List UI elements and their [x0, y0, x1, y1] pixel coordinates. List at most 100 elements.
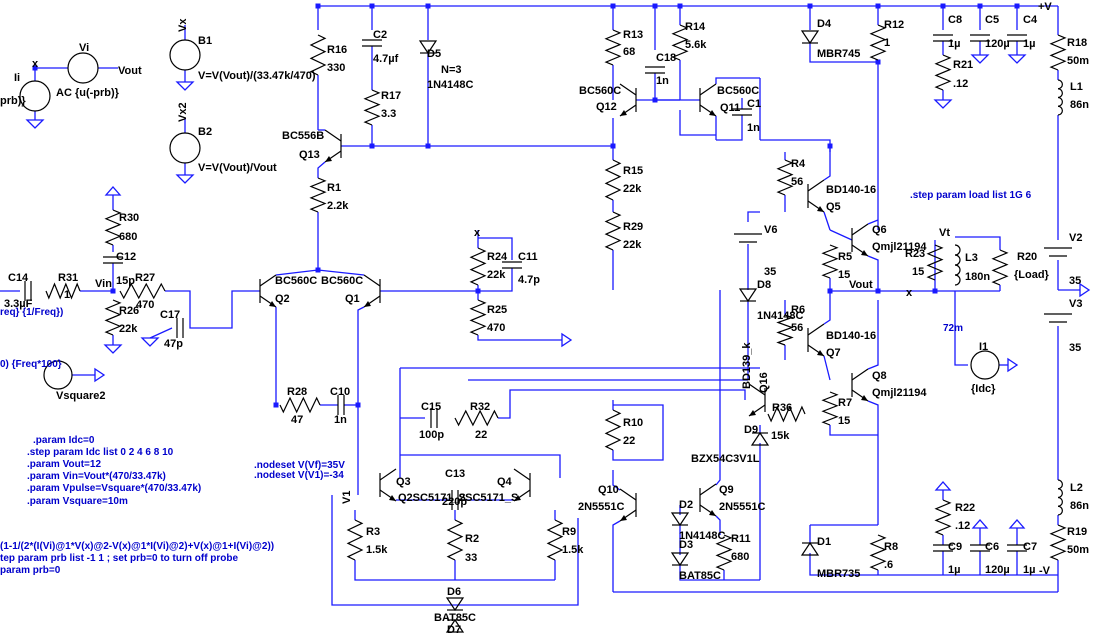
r31-ref: R31	[58, 272, 79, 284]
r3-ref: R3	[366, 526, 381, 538]
vsquare2-ref: Vsquare2	[56, 390, 106, 402]
q6-ref: Q6	[872, 224, 887, 236]
wire	[716, 115, 743, 141]
wire	[809, 553, 878, 576]
d4-ref: D4	[817, 18, 832, 30]
r2-ref: R2	[465, 533, 480, 545]
r27-value: 470	[136, 299, 155, 311]
ground-icon	[933, 99, 953, 109]
r7-value: 15	[838, 415, 851, 427]
c18-ref: C18	[656, 52, 677, 64]
port-arrow-icon	[1007, 357, 1019, 373]
net-label-vout-left: Vout	[118, 65, 142, 77]
c8-value: 1µ	[948, 38, 961, 50]
b2-source-icon	[169, 132, 201, 164]
q10-transistor	[619, 488, 637, 522]
i1-current-source-icon	[970, 350, 1000, 380]
wire	[478, 237, 513, 260]
r3-resistor	[346, 519, 364, 561]
r13-ref: R13	[623, 29, 644, 41]
wire	[612, 404, 664, 461]
c2-value: 4.7µf	[373, 53, 399, 65]
supply-arrow-icon	[104, 186, 122, 196]
r9-ref: R9	[562, 526, 577, 538]
r32-ref: R32	[470, 401, 491, 413]
label-72m: 72m	[943, 323, 964, 334]
r29-resistor	[604, 211, 622, 251]
d7-diode	[445, 618, 465, 633]
v2-ref: V2	[1069, 232, 1083, 244]
r16-resistor	[309, 34, 327, 76]
r6-ref: R6	[791, 304, 806, 316]
wires	[0, 3, 1080, 606]
r25-resistor	[469, 299, 487, 336]
d7-ref: D7	[447, 624, 462, 636]
r32-resistor	[454, 409, 499, 427]
junction	[425, 3, 431, 9]
c17-value: 47p	[164, 338, 183, 350]
q4-ref: Q4	[497, 476, 512, 488]
q7-model: BD140-16	[826, 330, 877, 342]
net-label-plus-v: +V	[1038, 1, 1052, 13]
r31-resistor	[45, 282, 81, 300]
r17-resistor	[363, 89, 381, 126]
wire	[823, 211, 831, 231]
r2-resistor	[446, 519, 464, 561]
net-label-minus-v: -V	[1039, 565, 1050, 577]
wire	[867, 219, 879, 225]
q13-transistor	[324, 129, 342, 163]
r20-resistor	[991, 249, 1009, 286]
net-label-vin: Vin	[95, 278, 112, 290]
d9-value: BZX54C3V1L	[691, 453, 760, 465]
c8-capacitor	[933, 34, 953, 42]
r12-ref: R12	[884, 19, 905, 31]
junction	[273, 402, 279, 408]
d9-diode	[750, 431, 770, 446]
c2-ref: C2	[373, 29, 388, 41]
wire	[331, 495, 579, 606]
r13-resistor	[604, 29, 622, 66]
r8-value: .6	[884, 559, 894, 571]
c13-ref: C13	[445, 468, 466, 480]
junction	[875, 59, 881, 65]
q8-ref: Q8	[872, 370, 887, 382]
vi-value: AC {u(-prb)}	[56, 87, 119, 99]
directive-probe-1: tep param prb list -1 1 ; set prb=0 to t…	[0, 553, 239, 564]
r15-value: 22k	[623, 183, 642, 195]
d2-value: 1N4148C	[679, 530, 726, 542]
r36-ref: R36	[772, 402, 793, 414]
net-label-vout-right: Vout	[849, 279, 873, 291]
directive-freq: req} {1/Freq})	[0, 307, 64, 318]
b1-value: V=V(Vout)/(33.47k/470)	[198, 70, 316, 82]
net-label-x-right: x	[906, 287, 913, 299]
d4-value: MBR745	[817, 48, 861, 60]
c5-capacitor	[970, 34, 990, 42]
ground-icon	[175, 174, 195, 184]
directive-param-2: .param Vout=12	[27, 459, 102, 470]
r21-ref: R21	[953, 59, 974, 71]
d8-value: 1N4148C	[757, 310, 804, 322]
r8-resistor	[869, 534, 887, 571]
c11-capacitor	[502, 261, 522, 269]
d1-value: MBR735	[817, 568, 861, 580]
d6-ref: D6	[447, 586, 462, 598]
b1-ref: B1	[198, 35, 213, 47]
directive-param-4: .param Vpulse=Vsquare*(470/33.47k)	[27, 483, 202, 494]
i1-ref: I1	[979, 341, 989, 353]
c15-value: 100p	[419, 429, 445, 441]
l2-value: 86n	[1070, 500, 1089, 512]
q2-model: BC560C	[275, 275, 318, 287]
q2-ref: Q2	[275, 293, 290, 305]
r30-ref: R30	[119, 212, 140, 224]
directive-param-0: .param Idc=0	[33, 435, 95, 446]
q11-transistor	[699, 83, 717, 117]
d8-ref: D8	[757, 279, 772, 291]
l3-value: 180n	[965, 271, 991, 283]
wire	[823, 291, 831, 325]
wire	[149, 327, 173, 339]
ii-ref: Ii	[14, 72, 21, 84]
r1-resistor	[309, 177, 327, 213]
r14-ref: R14	[685, 21, 706, 33]
